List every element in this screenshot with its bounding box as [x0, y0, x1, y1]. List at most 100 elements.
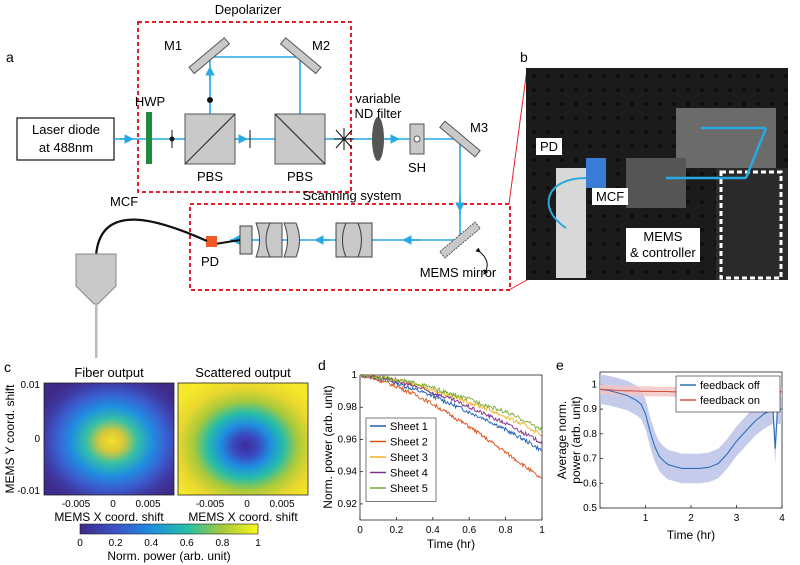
breadboard-hole	[644, 116, 648, 120]
stage	[626, 158, 686, 208]
mount-plate	[676, 108, 776, 168]
breadboard-hole	[616, 158, 620, 162]
xtick-cr-2: 0.005	[269, 499, 294, 510]
mems-dashed-box	[719, 170, 783, 280]
heatmap-scattered-output	[177, 382, 309, 496]
xtick-cr-1: 0	[244, 499, 250, 510]
breadboard-hole	[700, 74, 704, 78]
breadboard-hole	[602, 270, 606, 274]
breadboard-hole	[616, 88, 620, 92]
breadboard-hole	[658, 74, 662, 78]
d-series-line	[360, 375, 542, 480]
breadboard-hole	[644, 88, 648, 92]
cbar-tick-4: 0.8	[215, 538, 229, 549]
breadboard-hole	[714, 102, 718, 106]
breadboard-hole	[742, 102, 746, 106]
breadboard-hole	[532, 102, 536, 106]
chart-e-ylabel-line1: Average norm.	[555, 401, 569, 480]
breadboard-hole	[686, 74, 690, 78]
hwp-plate	[146, 112, 152, 164]
lens-group	[239, 222, 373, 258]
breadboard-hole	[784, 130, 788, 134]
breadboard-hole	[714, 74, 718, 78]
laser-diode-box	[16, 117, 115, 161]
breadboard-hole	[588, 228, 592, 232]
colorbar	[79, 523, 259, 535]
breadboard-hole	[672, 144, 676, 148]
mems-enclosure	[716, 168, 788, 280]
breadboard-hole	[616, 116, 620, 120]
breadboard-hole	[616, 228, 620, 232]
breadboard-hole	[532, 256, 536, 260]
breadboard-hole	[532, 270, 536, 274]
breadboard-hole	[784, 144, 788, 148]
sh-label: SH	[408, 160, 426, 175]
e-ytick-label: 1	[591, 379, 597, 390]
breadboard-hole	[574, 116, 578, 120]
breadboard-hole	[672, 214, 676, 218]
breadboard-hole	[630, 270, 634, 274]
d-series-line	[360, 375, 542, 452]
photo-beam-2	[744, 127, 768, 179]
breadboard-hole	[658, 214, 662, 218]
probe-body	[75, 253, 117, 305]
breadboard-hole	[532, 74, 536, 78]
probe-needle	[95, 304, 98, 358]
panel-label-a: a	[6, 49, 14, 65]
setup-photo-drawing	[526, 68, 788, 280]
breadboard-hole	[532, 144, 536, 148]
breadboard-hole	[700, 256, 704, 260]
pbs-cube-1	[184, 113, 236, 165]
pbs2-label: PBS	[287, 169, 313, 184]
panel-label-e: e	[556, 357, 564, 373]
breadboard-hole	[574, 102, 578, 106]
hwp-label: HWP	[135, 94, 165, 109]
breadboard-hole	[602, 116, 606, 120]
e-ytick-label: 0.9	[583, 404, 597, 415]
ytick-c-0: 0.01	[21, 380, 41, 391]
d-ytick-label: 1	[351, 370, 357, 381]
breadboard-hole	[630, 74, 634, 78]
d-xtick-label: 0.6	[462, 525, 476, 536]
mirror-m1	[188, 37, 231, 75]
breadboard-hole	[630, 116, 634, 120]
breadboard-hole	[602, 144, 606, 148]
breadboard-hole	[700, 200, 704, 204]
mcf-fiber	[94, 218, 208, 257]
breadboard-hole	[532, 116, 536, 120]
chart-d-xlabel: Time (hr)	[427, 537, 475, 551]
heatmap-ylabel: MEMS Y coord. shift	[3, 384, 17, 494]
shutter-hole	[413, 135, 421, 143]
breadboard-hole	[532, 158, 536, 162]
heatmap-yticks: 0.01 0 -0.01	[17, 380, 40, 497]
d-ytick-label: 0.98	[338, 402, 358, 413]
heatmap-xlabel-left: MEMS X coord. shift	[54, 510, 164, 524]
breadboard-hole	[658, 116, 662, 120]
breadboard-hole	[658, 88, 662, 92]
photo-mems-line2: & controller	[630, 245, 696, 260]
e-legend-label: feedback on	[700, 395, 760, 407]
breadboard-hole	[672, 270, 676, 274]
breadboard-hole	[644, 74, 648, 78]
fiber-segment	[214, 239, 241, 245]
nd-filter	[372, 117, 384, 161]
breadboard-hole	[532, 214, 536, 218]
xtick-cl-1: 0	[110, 499, 116, 510]
breadboard-hole	[672, 74, 676, 78]
d-legend-label: Sheet 3	[390, 452, 428, 464]
breadboard-hole	[616, 172, 620, 176]
breadboard-hole	[616, 74, 620, 78]
d-xtick-label: 0.8	[499, 525, 513, 536]
breadboard-hole	[532, 88, 536, 92]
breadboard-hole	[616, 102, 620, 106]
mirror-m2	[279, 37, 322, 75]
cbar-tick-5: 1	[255, 538, 261, 549]
d-ytick-label: 0.94	[338, 467, 358, 478]
mems-mirror-label: MEMS mirror	[420, 265, 497, 280]
breadboard-hole	[574, 74, 578, 78]
mems-mirror	[439, 221, 481, 259]
breadboard-hole	[714, 88, 718, 92]
heatmap-xticks-left: -0.005 0 0.005	[62, 499, 161, 510]
breadboard-hole	[532, 186, 536, 190]
